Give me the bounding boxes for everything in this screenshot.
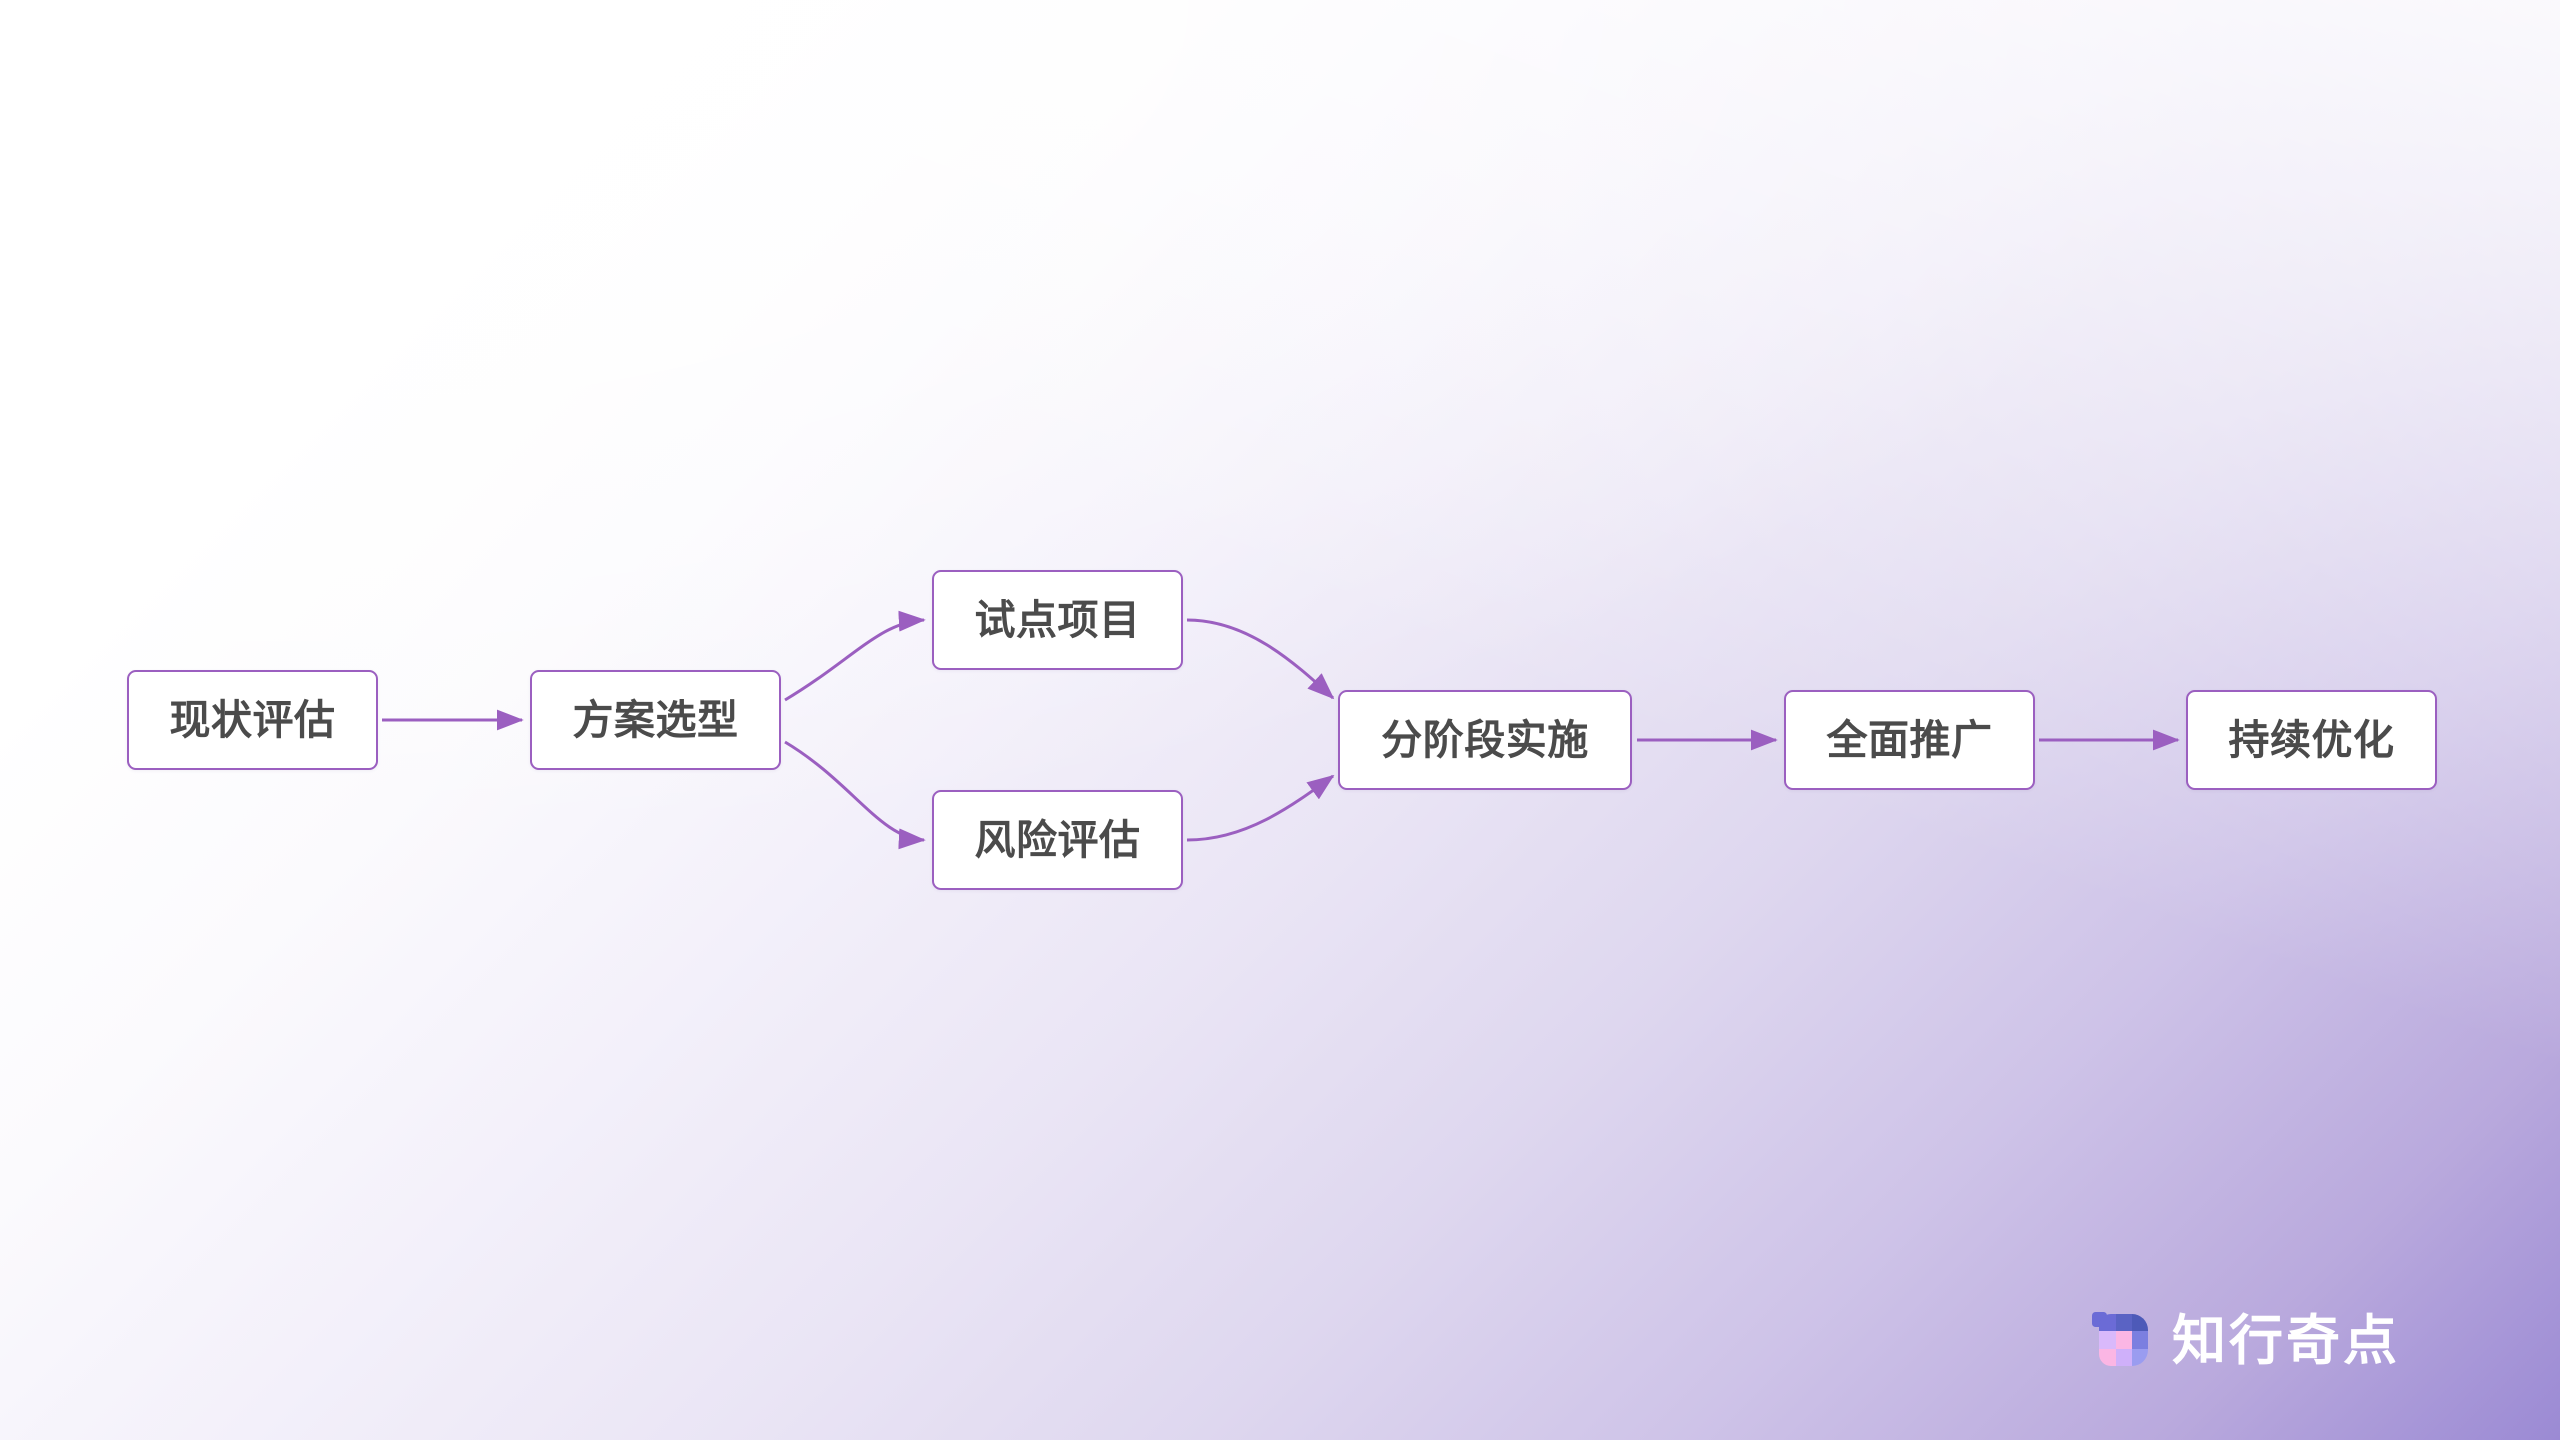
edge-n2-n3	[784, 610, 926, 702]
flow-node-pilot-project[interactable]: 试点项目	[932, 570, 1183, 670]
flow-node-label: 现状评估	[169, 696, 336, 743]
brand-name: 知行奇点	[2172, 1311, 2400, 1371]
edge-n3-n5	[1186, 618, 1335, 700]
edge-n2-n4	[784, 740, 926, 850]
flow-node-solution-selection[interactable]: 方案选型	[530, 670, 781, 770]
flow-node-risk-assessment[interactable]: 风险评估	[932, 790, 1183, 890]
flow-node-current-state-assessment[interactable]: 现状评估	[127, 670, 378, 770]
zhixing-qidian-logo-icon	[2092, 1312, 2150, 1370]
flow-node-label: 全面推广	[1826, 716, 1993, 763]
flow-node-label: 风险评估	[974, 816, 1141, 863]
brand-watermark: 知行奇点	[2092, 1312, 2400, 1370]
edge-n4-n5	[1186, 774, 1335, 842]
flow-node-label: 持续优化	[2228, 716, 2395, 763]
flow-node-phased-implementation[interactable]: 分阶段实施	[1338, 690, 1632, 790]
flow-node-continuous-optimization[interactable]: 持续优化	[2186, 690, 2437, 790]
flow-node-label: 试点项目	[974, 596, 1141, 643]
flow-node-label: 方案选型	[572, 696, 739, 743]
flow-node-label: 分阶段实施	[1381, 716, 1589, 763]
flow-node-full-rollout[interactable]: 全面推广	[1784, 690, 2035, 790]
